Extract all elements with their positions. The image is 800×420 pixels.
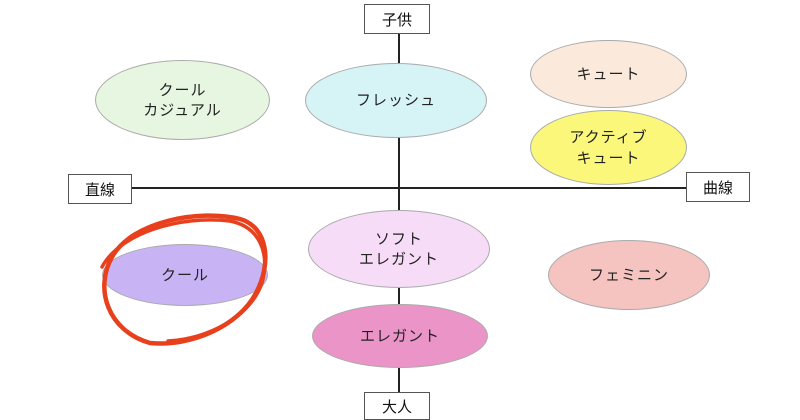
axis-label-right: 曲線 (686, 172, 750, 202)
node-active-cute: アクティブ キュート (530, 110, 687, 185)
node-elegant: エレガント (312, 304, 488, 368)
horizontal-axis (118, 187, 692, 189)
node-feminine: フェミニン (548, 240, 710, 310)
axis-label-left: 直線 (68, 174, 132, 204)
axis-label-bottom: 大人 (364, 392, 430, 420)
node-cute: キュート (530, 40, 687, 108)
node-fresh: フレッシュ (305, 63, 487, 138)
node-cool: クール (102, 244, 268, 306)
axis-label-top: 子供 (364, 4, 430, 34)
node-soft-elegant: ソフト エレガント (308, 210, 490, 288)
node-cool-casual: クール カジュアル (95, 60, 270, 140)
